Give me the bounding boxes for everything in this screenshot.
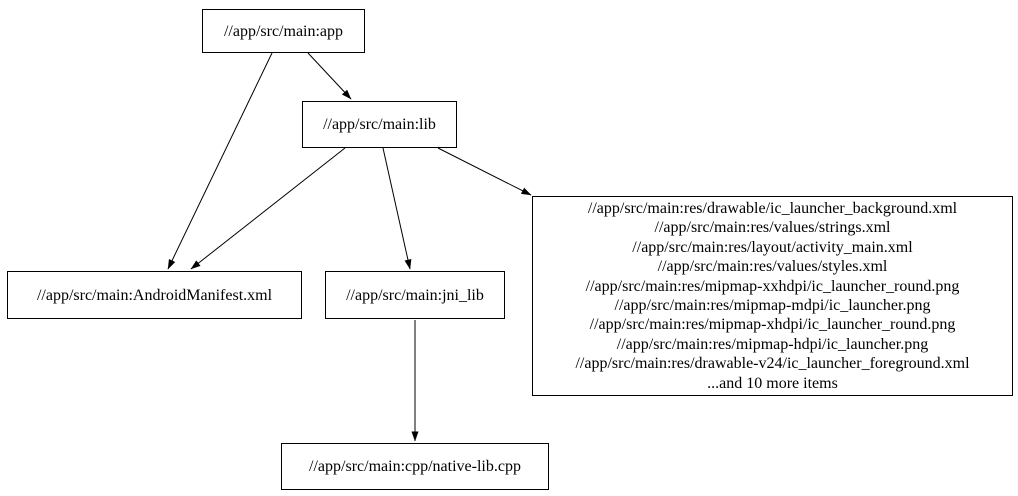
edge-app-to-manifest [167,52,273,270]
res-group-line: //app/src/main:res/mipmap-hdpi/ic_launch… [616,335,929,353]
graph-node-native-lib-cpp-label: //app/src/main:cpp/native-lib.cpp [309,458,521,475]
graph-node-android-manifest: //app/src/main:AndroidManifest.xml [7,271,302,319]
graph-node-res-group: //app/src/main:res/drawable/ic_launcher_… [532,196,1013,396]
res-group-line: //app/src/main:res/mipmap-xxhdpi/ic_laun… [585,277,960,295]
graph-node-jni-lib: //app/src/main:jni_lib [325,271,505,319]
graph-node-lib-label: //app/src/main:lib [323,116,436,133]
res-group-line: //app/src/main:res/drawable/ic_launcher_… [587,199,958,217]
res-group-line: //app/src/main:res/values/styles.xml [657,258,888,276]
res-group-more-items-label: ...and 10 more items [707,374,838,392]
graph-node-app: //app/src/main:app [202,9,365,53]
graph-node-app-label: //app/src/main:app [223,22,344,40]
graph-node-lib: //app/src/main:lib [302,101,457,148]
res-group-line: //app/src/main:res/values/strings.xml [654,219,891,237]
edge-lib-to-res-group [437,147,532,196]
res-group-line: //app/src/main:res/mipmap-mdpi/ic_launch… [614,297,931,314]
edge-lib-to-jni-lib [382,147,412,270]
res-group-line: //app/src/main:res/mipmap-xhdpi/ic_launc… [589,316,956,334]
edge-app-to-lib [307,52,352,100]
graph-node-android-manifest-label: //app/src/main:AndroidManifest.xml [36,286,273,304]
res-group-line: //app/src/main:res/drawable-v24/ic_launc… [575,355,970,373]
graph-node-native-lib-cpp: //app/src/main:cpp/native-lib.cpp [281,443,549,490]
graph-node-jni-lib-label: //app/src/main:jni_lib [346,286,484,304]
edge-lib-to-manifest [190,147,346,270]
res-group-line: //app/src/main:res/layout/activity_main.… [632,238,913,256]
